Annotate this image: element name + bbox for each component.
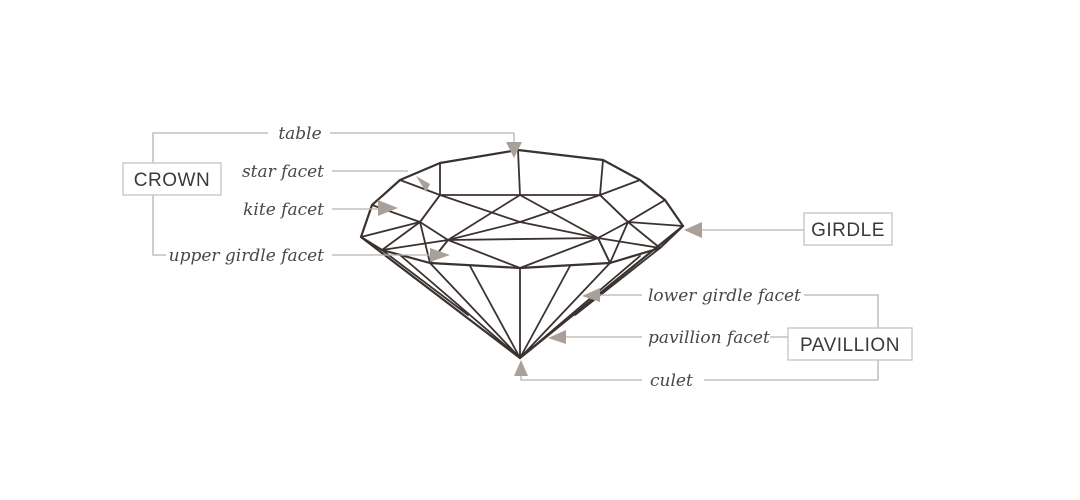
arrow-culet <box>514 360 528 376</box>
label-upper-girdle-facet: upper girdle facet <box>169 246 325 266</box>
arrow-pavillion-facet <box>548 330 566 344</box>
arrow-kite-facet <box>378 200 398 216</box>
leader-lines <box>152 132 879 381</box>
crown-label: CROWN <box>134 170 210 191</box>
crown-group: CROWN <box>122 162 222 196</box>
table-facet <box>419 194 629 241</box>
kite-facets <box>439 194 601 241</box>
label-pavillion-facet: pavillion facet <box>648 328 770 348</box>
pavilion-facets <box>381 247 661 359</box>
pavilion-left-side <box>359 235 522 360</box>
girdle-label: GIRDLE <box>811 220 885 241</box>
diamond-outline <box>359 148 685 270</box>
label-star-facet: star facet <box>242 162 324 182</box>
diamond-illustration <box>359 148 685 360</box>
arrow-table <box>506 142 522 158</box>
girdle-group: GIRDLE <box>803 212 893 246</box>
label-lower-girdle-facet: lower girdle facet <box>648 286 801 306</box>
arrow-lower-girdle-facet <box>582 288 600 302</box>
arrow-girdle <box>684 222 702 238</box>
arrow-upper-girdle-facet <box>430 248 450 262</box>
pointer-arrows <box>378 142 702 376</box>
arrow-star-facet <box>416 176 430 192</box>
pavillion-label: PAVILLION <box>800 335 900 356</box>
facet-labels: table star facet kite facet upper girdle… <box>169 124 801 391</box>
label-table: table <box>278 124 321 144</box>
label-culet: culet <box>650 371 693 391</box>
label-kite-facet: kite facet <box>243 200 324 220</box>
pavillion-group: PAVILLION <box>787 327 913 361</box>
